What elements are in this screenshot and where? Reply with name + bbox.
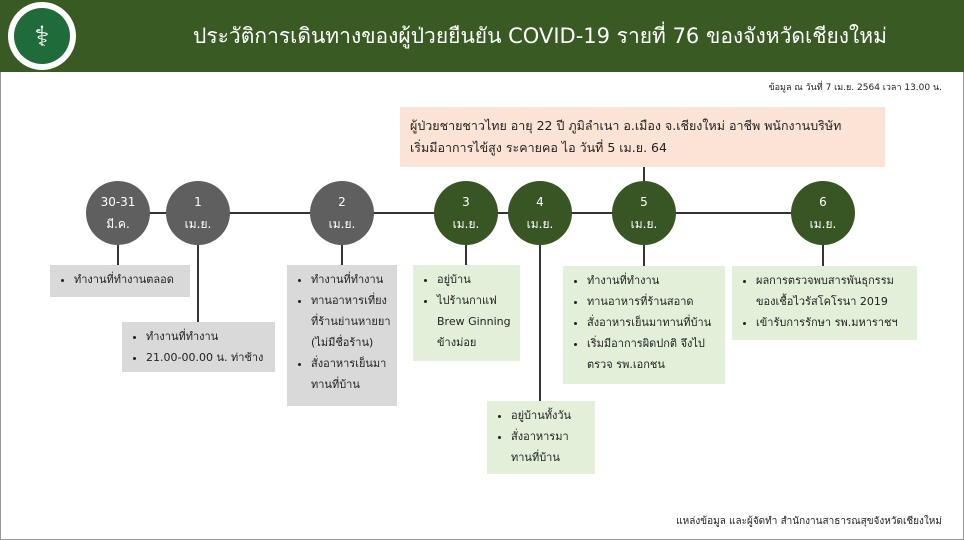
activity-item: เข้ารับการรักษา รพ.มหาราชฯ — [756, 312, 911, 333]
day-connector — [822, 245, 824, 266]
day-marker: 30-31 มี.ค. — [86, 181, 150, 245]
header-bar: ⚕ ประวัติการเดินทางของผู้ป่วยยืนยัน COVI… — [0, 0, 964, 72]
day-activity-box: ทำงานที่ทำงานทานอาหารเที่ยงที่ร้านย่านหา… — [287, 265, 397, 406]
day-marker: 5 เม.ย. — [612, 181, 676, 245]
day-activity-box: ทำงานที่ทำงานทานอาหารที่ร้านสอาดสั่งอาหา… — [563, 266, 725, 384]
day-month: เม.ย. — [630, 217, 658, 231]
day-month: เม.ย. — [809, 217, 837, 231]
day-activity-box: ทำงานที่ทำงาน21.00-00.00 น. ท่าช้าง — [122, 322, 275, 372]
caduceus-icon: ⚕ — [14, 8, 70, 64]
day-month: เม.ย. — [526, 217, 554, 231]
info-connector — [643, 167, 645, 187]
activity-item: ทานอาหารที่ร้านสอาด — [587, 291, 719, 312]
patient-info-line: ผู้ป่วยชายชาวไทย อายุ 22 ปี ภูมิลำเนา อ.… — [410, 118, 842, 133]
day-activity-box: อยู่บ้านทั้งวันสั่งอาหารมาทานที่บ้าน — [487, 401, 595, 474]
day-activity-box: อยู่บ้านไปร้านกาแฟ Brew Ginning ข้างม่อย — [413, 265, 520, 361]
day-marker: 2 เม.ย. — [310, 181, 374, 245]
day-connector — [197, 245, 199, 322]
day-connector — [539, 245, 541, 401]
source-credit: แหล่งข้อมูล และผู้จัดทำ สำนักงานสาธารณสุ… — [676, 516, 942, 527]
day-number: 30-31 — [100, 195, 136, 209]
day-month: เม.ย. — [452, 217, 480, 231]
day-marker: 1 เม.ย. — [166, 181, 230, 245]
day-number: 3 — [462, 195, 470, 209]
activity-item: ทานอาหารเที่ยงที่ร้านย่านหายยา (ไม่มีชื่… — [311, 290, 391, 353]
activity-item: สั่งอาหารมาทานที่บ้าน — [511, 426, 589, 468]
day-marker: 3 เม.ย. — [434, 181, 498, 245]
day-connector — [341, 245, 343, 265]
activity-item: ไปร้านกาแฟ Brew Ginning ข้างม่อย — [437, 290, 514, 353]
activity-item: ทำงานที่ทำงานตลอด — [74, 269, 184, 290]
day-month: เม.ย. — [184, 217, 212, 231]
day-marker: 6 เม.ย. — [791, 181, 855, 245]
activity-item: ทำงานที่ทำงาน — [587, 270, 719, 291]
activity-item: ทำงานที่ทำงาน — [146, 326, 269, 347]
patient-info-line: เริ่มมีอาการไข้สูง ระคายคอ ไอ วันที่ 5 เ… — [410, 140, 667, 155]
activity-item: อยู่บ้านทั้งวัน — [511, 405, 589, 426]
day-month: เม.ย. — [328, 217, 356, 231]
day-number: 5 — [640, 195, 648, 209]
day-number: 1 — [194, 195, 202, 209]
day-connector — [465, 245, 467, 265]
day-number: 4 — [536, 195, 544, 209]
activity-item: ผลการตรวจพบสารพันธุกรรมของเชื้อไวรัสโคโร… — [756, 270, 911, 312]
day-marker: 4 เม.ย. — [508, 181, 572, 245]
day-activity-box: ทำงานที่ทำงานตลอด — [50, 265, 190, 297]
day-activity-box: ผลการตรวจพบสารพันธุกรรมของเชื้อไวรัสโคโร… — [732, 266, 917, 340]
activity-item: สั่งอาหารเย็นมาทานที่บ้าน — [311, 353, 391, 395]
activity-item: ทำงานที่ทำงาน — [311, 269, 391, 290]
ministry-logo: ⚕ — [8, 2, 76, 70]
day-connector — [117, 245, 119, 265]
activity-item: อยู่บ้าน — [437, 269, 514, 290]
data-timestamp: ข้อมูล ณ วันที่ 7 เม.ย. 2564 เวลา 13.00 … — [768, 83, 943, 93]
day-number: 2 — [338, 195, 346, 209]
page-title: ประวัติการเดินทางของผู้ป่วยยืนยัน COVID-… — [193, 24, 887, 48]
activity-item: สั่งอาหารเย็นมาทานที่บ้าน — [587, 312, 719, 333]
activity-item: 21.00-00.00 น. ท่าช้าง — [146, 347, 269, 368]
day-connector — [643, 245, 645, 266]
day-number: 6 — [819, 195, 827, 209]
day-month: มี.ค. — [106, 217, 130, 231]
activity-item: เริ่มมีอาการผิดปกติ จึงไปตรวจ รพ.เอกชน — [587, 333, 719, 375]
patient-info-box: ผู้ป่วยชายชาวไทย อายุ 22 ปี ภูมิลำเนา อ.… — [400, 107, 885, 167]
